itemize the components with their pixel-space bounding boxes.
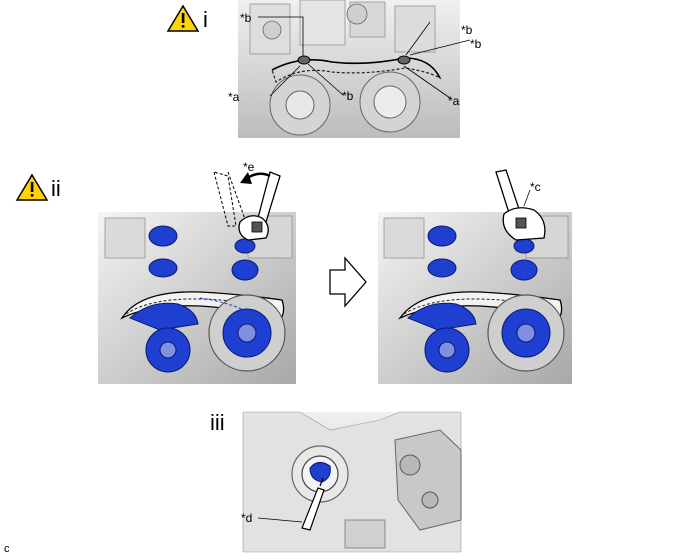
callout-a-1: *a — [228, 90, 240, 104]
step-label-ii: ii — [51, 176, 61, 201]
callout-b-2: *b — [461, 23, 473, 37]
callout-a-2: *a — [448, 94, 460, 108]
step-label-i: i — [203, 7, 208, 32]
callout-c: *c — [530, 180, 541, 194]
callout-b-3: *b — [470, 37, 482, 51]
callout-e: *e — [243, 160, 255, 174]
figure-corner-label: c — [4, 543, 10, 555]
callout-d: *d — [241, 511, 253, 525]
step-label-iii: iii — [210, 410, 225, 435]
callout-b-4: *b — [342, 89, 354, 103]
callout-b-1: *b — [240, 11, 252, 25]
